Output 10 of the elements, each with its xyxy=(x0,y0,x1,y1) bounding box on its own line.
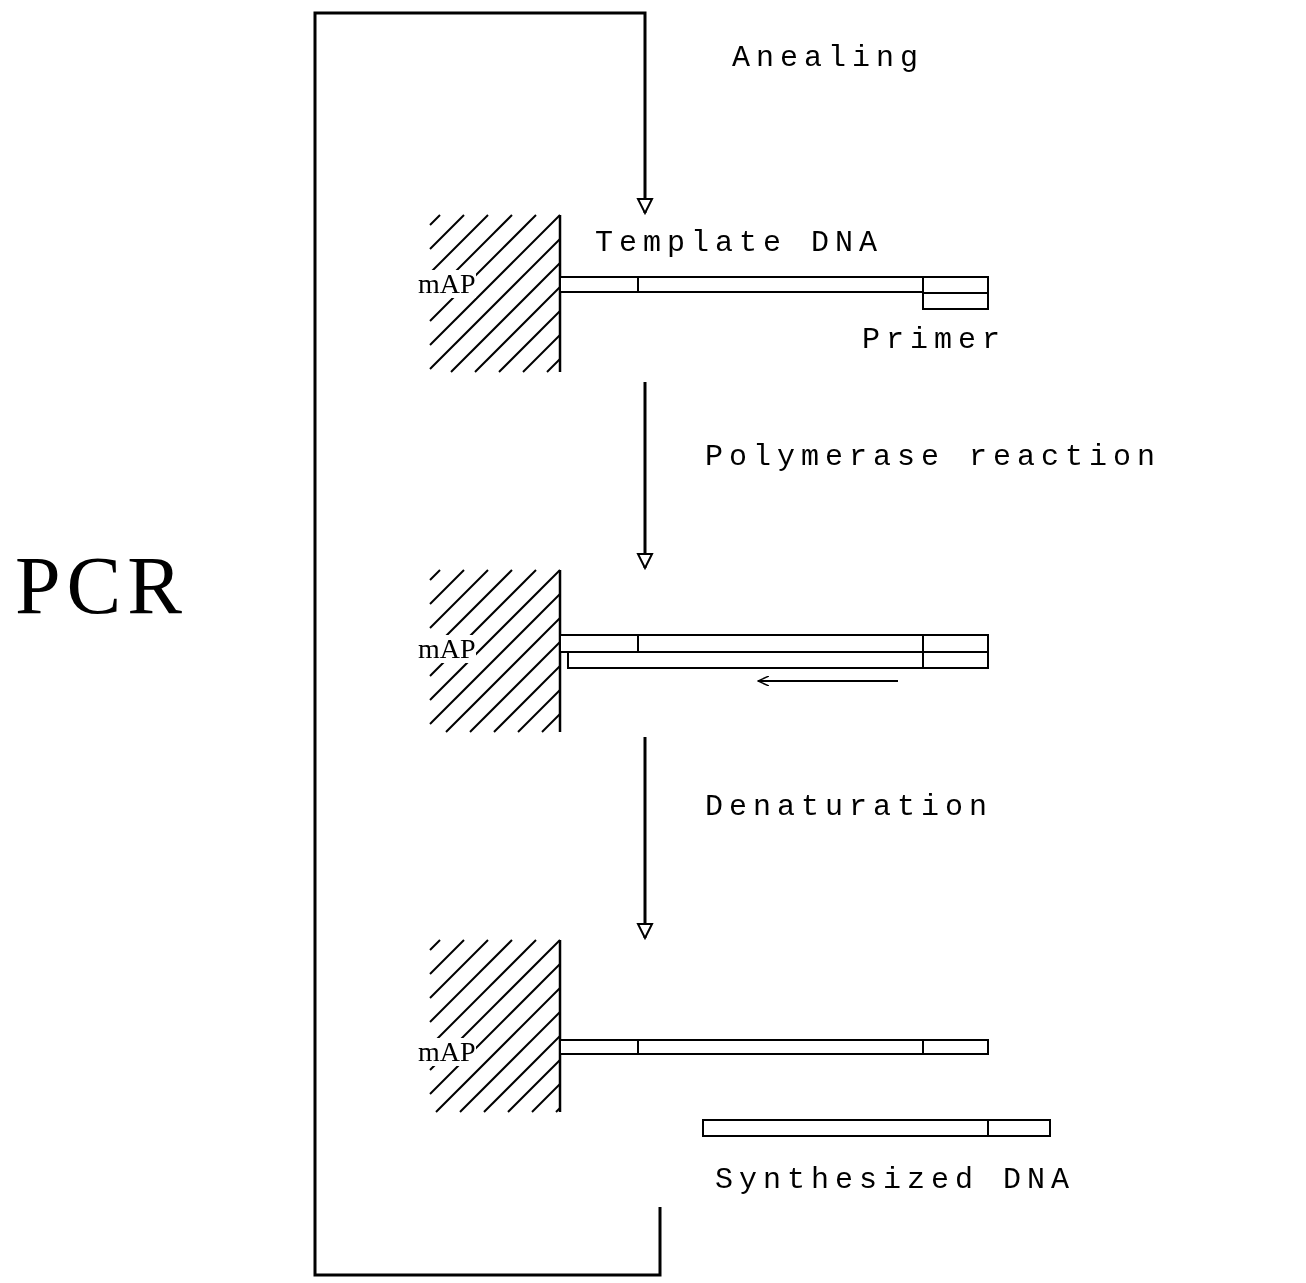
part-label: Template DNA xyxy=(595,228,884,258)
arrow xyxy=(313,11,662,1277)
title-label: PCR xyxy=(15,545,188,627)
part-label: mAP xyxy=(418,1038,476,1066)
arrow xyxy=(637,737,653,939)
part-label: mAP xyxy=(418,635,476,663)
part-label: Primer xyxy=(862,325,1007,355)
part-label: mAP xyxy=(418,270,476,298)
arrow xyxy=(637,382,653,569)
part-label: Synthesized DNA xyxy=(715,1165,1076,1195)
